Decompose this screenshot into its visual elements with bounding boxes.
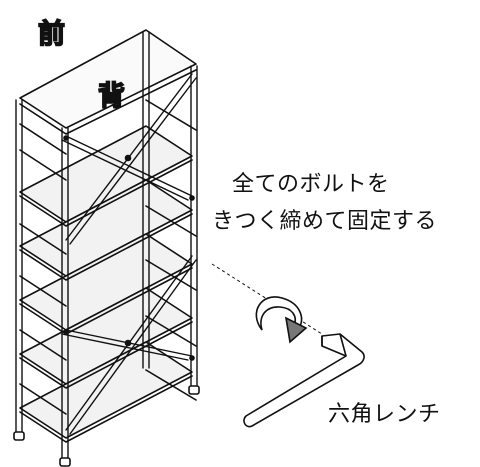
right-side-rungs xyxy=(145,99,197,401)
wrench-label: 六角レンチ xyxy=(328,402,441,427)
left-side-rungs xyxy=(19,123,67,415)
shelf-unit-illustration xyxy=(13,29,200,467)
rotation-arrow-icon xyxy=(255,296,308,344)
hex-wrench-icon xyxy=(243,333,365,428)
instruction-line-2: きつく締めて固定する xyxy=(212,209,438,234)
post-feet xyxy=(13,385,200,467)
posts xyxy=(15,31,198,461)
top-panel xyxy=(19,29,197,129)
front-mark: 前 xyxy=(37,18,66,51)
guide-line xyxy=(211,263,323,335)
instruction-line-1: 全てのボルトを xyxy=(232,172,390,197)
brace-joints xyxy=(63,135,195,361)
back-mark: 背 xyxy=(97,80,126,113)
